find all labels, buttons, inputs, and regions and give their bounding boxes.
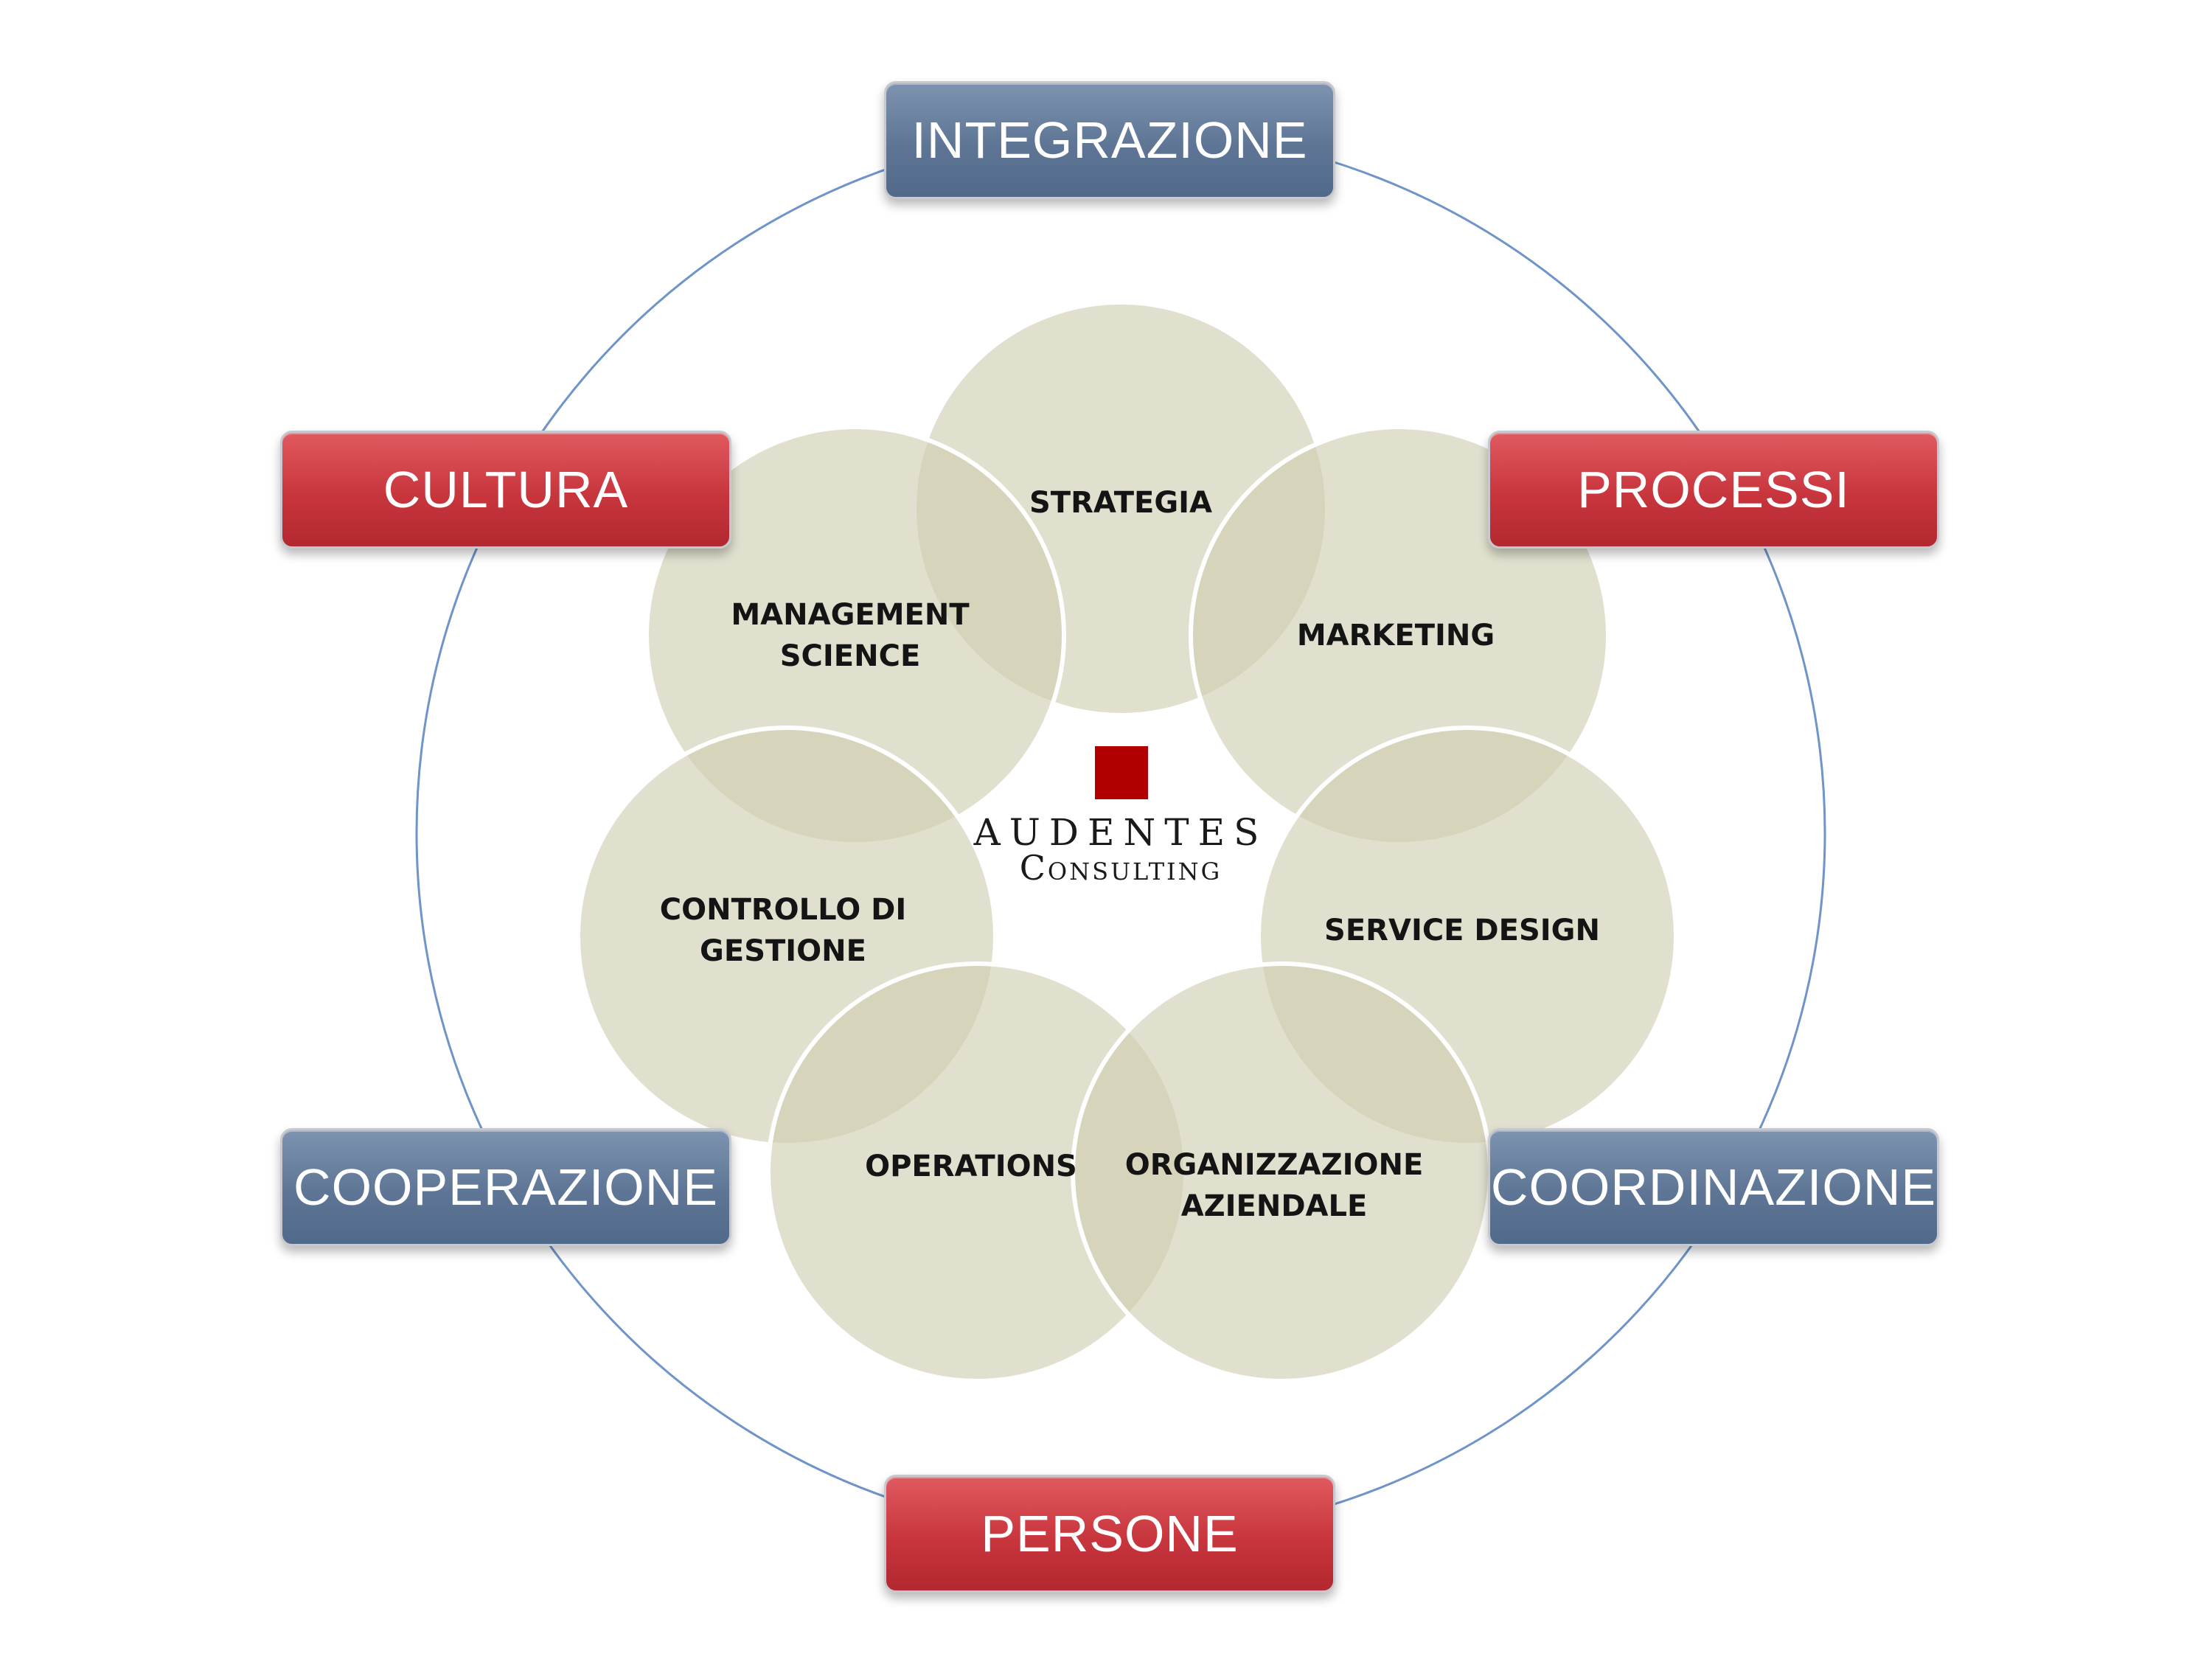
logo-square-icon <box>1095 746 1148 799</box>
cultura-label: CULTURA <box>383 461 629 518</box>
integrazione-box[interactable]: INTEGRAZIONE <box>884 81 1335 199</box>
coordinazione-box[interactable]: COORDINAZIONE <box>1488 1128 1939 1246</box>
cultura-box[interactable]: CULTURA <box>280 431 731 549</box>
integrazione-label: INTEGRAZIONE <box>911 111 1308 169</box>
service-design-label: SERVICE DESIGN <box>1324 914 1600 947</box>
processi-label: PROCESSI <box>1577 461 1850 518</box>
marketing-label: MARKETING <box>1296 619 1495 653</box>
processi-box[interactable]: PROCESSI <box>1488 431 1939 549</box>
persone-label: PERSONE <box>981 1505 1239 1562</box>
logo-text-audentes: AUDENTES <box>973 811 1268 854</box>
cooperazione-box[interactable]: COOPERAZIONE <box>280 1128 731 1246</box>
operations-label: OPERATIONS <box>865 1150 1077 1183</box>
circles-group <box>576 300 1678 1383</box>
logo-text-consulting: Consulting <box>1019 848 1222 888</box>
cooperazione-label: COOPERAZIONE <box>293 1158 718 1216</box>
strategia-label: STRATEGIA <box>1029 486 1213 520</box>
persone-box[interactable]: PERSONE <box>884 1475 1335 1593</box>
coordinazione-label: COORDINAZIONE <box>1490 1158 1937 1216</box>
